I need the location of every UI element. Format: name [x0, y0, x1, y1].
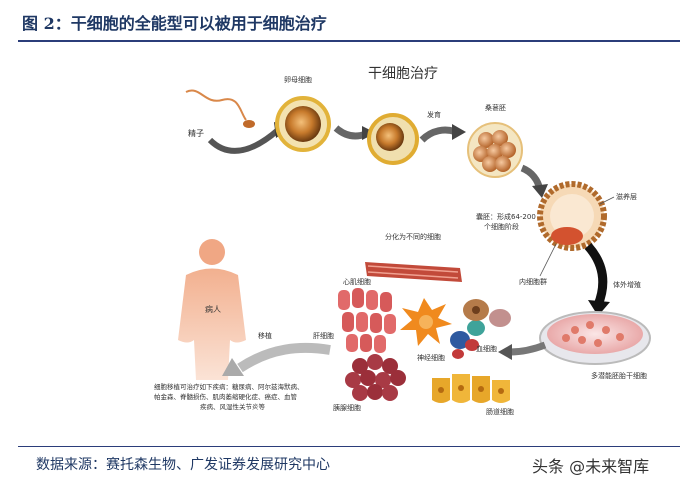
sperm-label: 精子 — [188, 128, 204, 138]
arrowhead — [498, 344, 512, 360]
therapy-text-line3: 疾病、风湿性关节炎等 — [200, 402, 266, 411]
arrow-sperm-to-egg — [207, 127, 280, 154]
patient-label: 病人 — [205, 304, 221, 314]
diagram-heading: 干细胞治疗 — [368, 66, 438, 82]
pluripotent-label: 多潜能胚胎干细胞 — [591, 371, 647, 380]
pancreatic-cells — [345, 354, 406, 401]
intestinal-cells — [432, 374, 510, 403]
morula-label: 桑葚胚 — [485, 103, 506, 112]
inner-mass-label: 内细胞群 — [519, 277, 547, 286]
cardiac-cells — [338, 288, 396, 353]
nerve-cell — [400, 298, 452, 346]
patient-body — [178, 239, 246, 380]
leader-line — [539, 243, 557, 277]
therapy-text-line1: 细胞移植可治疗如下疾病：糖尿病、阿尔兹海默病、 — [154, 382, 304, 391]
zygote-cell — [367, 113, 419, 165]
blastocyst-label-line2: 个细胞阶段 — [484, 222, 519, 231]
liver-cells — [463, 299, 511, 327]
arrow-dish-to-cells — [509, 341, 547, 356]
leader-line — [599, 196, 615, 205]
arrow-blastocyst-to-dish — [584, 243, 608, 307]
sperm-icon — [185, 89, 255, 128]
bottom-rule — [18, 446, 680, 447]
differentiate-label: 分化为不同的细胞 — [385, 232, 441, 241]
arrowhead — [588, 300, 610, 316]
culture-label: 体外增殖 — [613, 280, 641, 289]
nerve-label: 神经细胞 — [417, 353, 445, 362]
petri-dish — [539, 311, 651, 365]
transplant-label: 移植 — [258, 331, 272, 340]
therapy-text-line2: 帕金森、脊髓损伤、肌肉萎缩硬化症、癌症、血管 — [154, 392, 298, 401]
arrow-cells-to-patient — [237, 342, 331, 373]
cardiac-label: 心肌细胞 — [343, 277, 371, 286]
egg-label: 卵母细胞 — [284, 75, 312, 84]
liver-label: 肝细胞 — [313, 331, 334, 340]
source-note: 数据来源：赛托森生物、广发证券发展研究中心 — [36, 457, 330, 473]
trophoblast-label: 滋养层 — [616, 192, 637, 201]
arrowhead — [452, 124, 466, 140]
arrowhead — [532, 184, 548, 198]
blood-label: 血细胞 — [476, 344, 497, 353]
islet-label: 胰腺细胞 — [333, 403, 361, 412]
arrowhead — [222, 358, 244, 376]
morula-cell — [467, 122, 523, 178]
arrow-zygote-to-morula — [419, 126, 458, 143]
blastocyst-cell — [537, 181, 607, 251]
arrow-egg-to-zygote — [333, 125, 368, 140]
blastocyst-label-line1: 囊胚：形成64-200 — [476, 212, 536, 221]
blood-cells — [450, 320, 485, 359]
top-rule — [18, 40, 680, 42]
develop-label: 发育 — [427, 110, 441, 119]
muscle-fiber — [365, 262, 462, 282]
egg-cell — [275, 96, 331, 152]
figure-title: 图 2：干细胞的全能型可以被用于细胞治疗 — [22, 14, 327, 33]
intestine-label: 肠道细胞 — [486, 407, 514, 416]
watermark: 头条 @未来智库 — [532, 457, 650, 476]
